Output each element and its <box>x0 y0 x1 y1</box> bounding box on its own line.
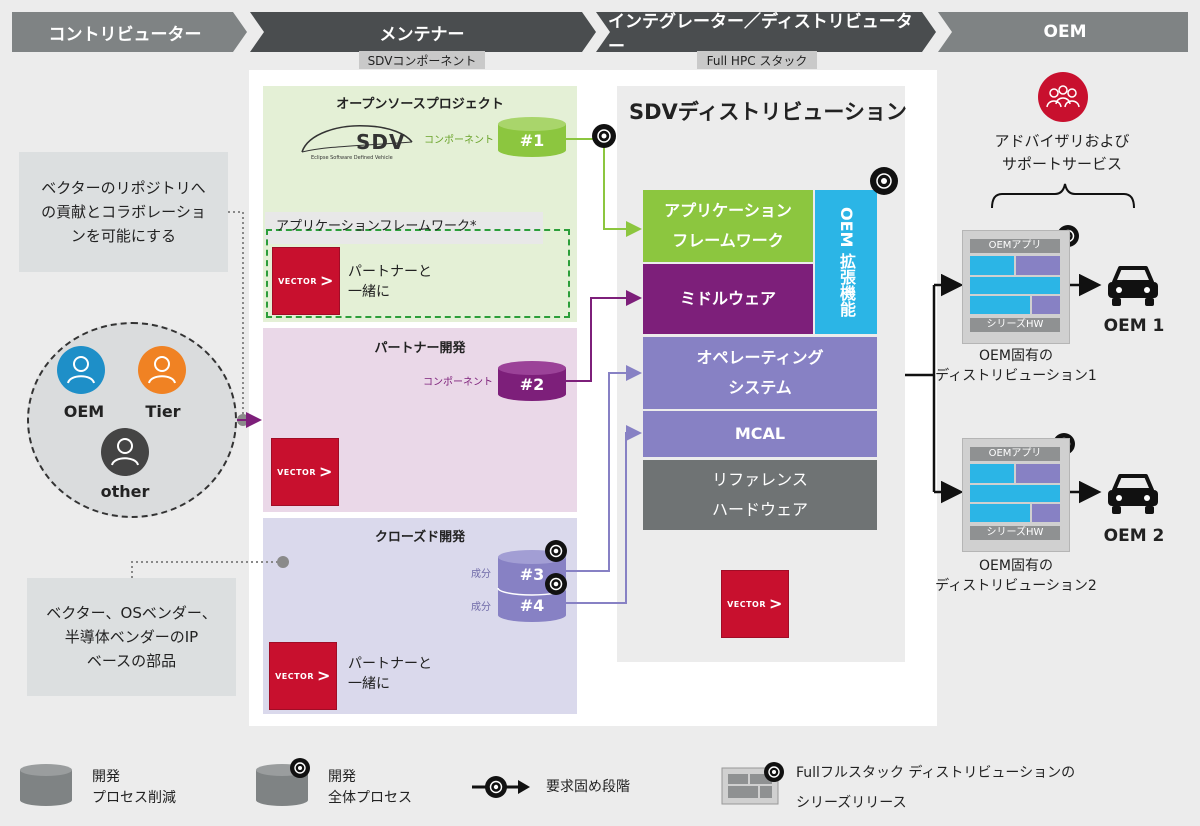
oss-title: オープンソースプロジェクト <box>336 97 504 112</box>
cylinder-1 <box>498 117 566 157</box>
advisory-group-icon <box>1038 72 1088 122</box>
component-3: #3 <box>519 564 545 584</box>
partner-component-label: コンポーネント <box>423 377 493 388</box>
dist-mcal-block: MCAL <box>643 411 877 457</box>
legend-dev-reduced: 開発プロセス削減 <box>92 769 176 806</box>
milestone-icon <box>592 124 616 148</box>
dist-oem-ext-block: OEM 拡張機能 <box>815 190 877 334</box>
oem1-label: OEM 1 <box>1103 316 1165 336</box>
tier-person-icon <box>138 346 186 394</box>
maintainer-subtag: SDVコンポーネント <box>359 51 485 69</box>
oem-dist-1-label: OEM固有のディストリビューション1 <box>935 348 1097 384</box>
closed-label-3: 成分 <box>471 569 491 580</box>
advisory-label: アドバイザリおよびサポートサービス <box>994 132 1130 173</box>
stack1-app: OEMアプリ <box>970 239 1060 253</box>
enable-note: ベクターのリポジトリへの貢献とコラボレーションを可能にする <box>19 152 228 272</box>
contributors-circle <box>27 322 237 518</box>
component-2: #2 <box>519 374 545 394</box>
car-icon <box>1108 266 1158 306</box>
stack1-hw: シリーズHW <box>970 318 1060 332</box>
appfw-title: アプリケーションフレームワーク* <box>276 219 477 234</box>
contributor-other-label: other <box>100 482 150 501</box>
legend-cylinder <box>20 764 72 806</box>
partner-text-1: パートナーと一緒に <box>348 264 432 300</box>
stack2-app: OEMアプリ <box>970 447 1060 461</box>
oem2-label: OEM 2 <box>1103 526 1165 546</box>
cylinder-3-4 <box>497 550 567 622</box>
closed-dev-title: クローズド開発 <box>374 530 466 545</box>
stack2-layers <box>970 464 1060 522</box>
header-contributor: コントリビューター <box>48 24 202 45</box>
vector-logo-1: VECTOR> <box>272 247 340 315</box>
stack2-hw: シリーズHW <box>970 526 1060 540</box>
oem-person-icon <box>57 346 105 394</box>
closed-label-4: 成分 <box>471 602 491 613</box>
appfw-title-bg <box>265 212 543 244</box>
legend-series-box <box>721 762 784 805</box>
milestone-icon <box>545 573 567 595</box>
contributor-tier-label: Tier <box>145 402 181 421</box>
legend-milestone-arrow <box>472 776 530 798</box>
car-icon <box>1108 474 1158 514</box>
header-maintainer: メンテナー <box>379 24 465 45</box>
cylinder-2 <box>498 361 566 401</box>
legend-milestone: 要求固め段階 <box>546 779 630 795</box>
oem-dist-2-label: OEM固有のディストリビューション2 <box>935 558 1097 594</box>
appfw-dashed-box <box>266 229 570 318</box>
sdv-logo-sub: Eclipse Software Defined Vehicle <box>311 155 393 161</box>
vector-logo-4: VECTOR> <box>721 570 789 638</box>
legend-cylinder-badge <box>256 758 310 806</box>
distribution-title: SDVディストリビューション <box>629 100 907 124</box>
sdv-logo-swoosh <box>301 125 413 153</box>
oss-component-label: コンポーネント <box>424 135 494 146</box>
dist-refhw-block: リファレンスハードウェア <box>643 460 877 530</box>
header-oem: OEM <box>1043 22 1087 42</box>
dist-middleware-block: ミドルウェア <box>643 264 813 334</box>
vector-logo-3: VECTOR> <box>269 642 337 710</box>
integrator-subtag: Full HPC スタック <box>697 51 817 69</box>
vector-logo-2: VECTOR> <box>271 438 339 506</box>
stack1-layers <box>970 256 1060 314</box>
dist-appfw-block: アプリケーションフレームワーク <box>643 190 813 262</box>
contributor-oem-label: OEM <box>63 402 105 421</box>
other-person-icon <box>101 428 149 476</box>
partner-text-2: パートナーと一緒に <box>348 656 432 692</box>
legend-dev-full: 開発全体プロセス <box>328 769 412 806</box>
component-4: #4 <box>519 595 545 615</box>
legend-series: Fullフルスタック ディストリビューションのシリーズリリース <box>796 765 1076 811</box>
dist-os-block: オペレーティングシステム <box>643 337 877 409</box>
milestone-icon <box>870 167 898 195</box>
legend-icons <box>20 758 784 806</box>
sdv-logo: SDV <box>356 130 406 154</box>
component-1: #1 <box>519 130 545 150</box>
partner-dev-title: パートナー開発 <box>374 341 466 356</box>
milestone-icon <box>545 540 567 562</box>
header-chevrons <box>12 12 1188 52</box>
